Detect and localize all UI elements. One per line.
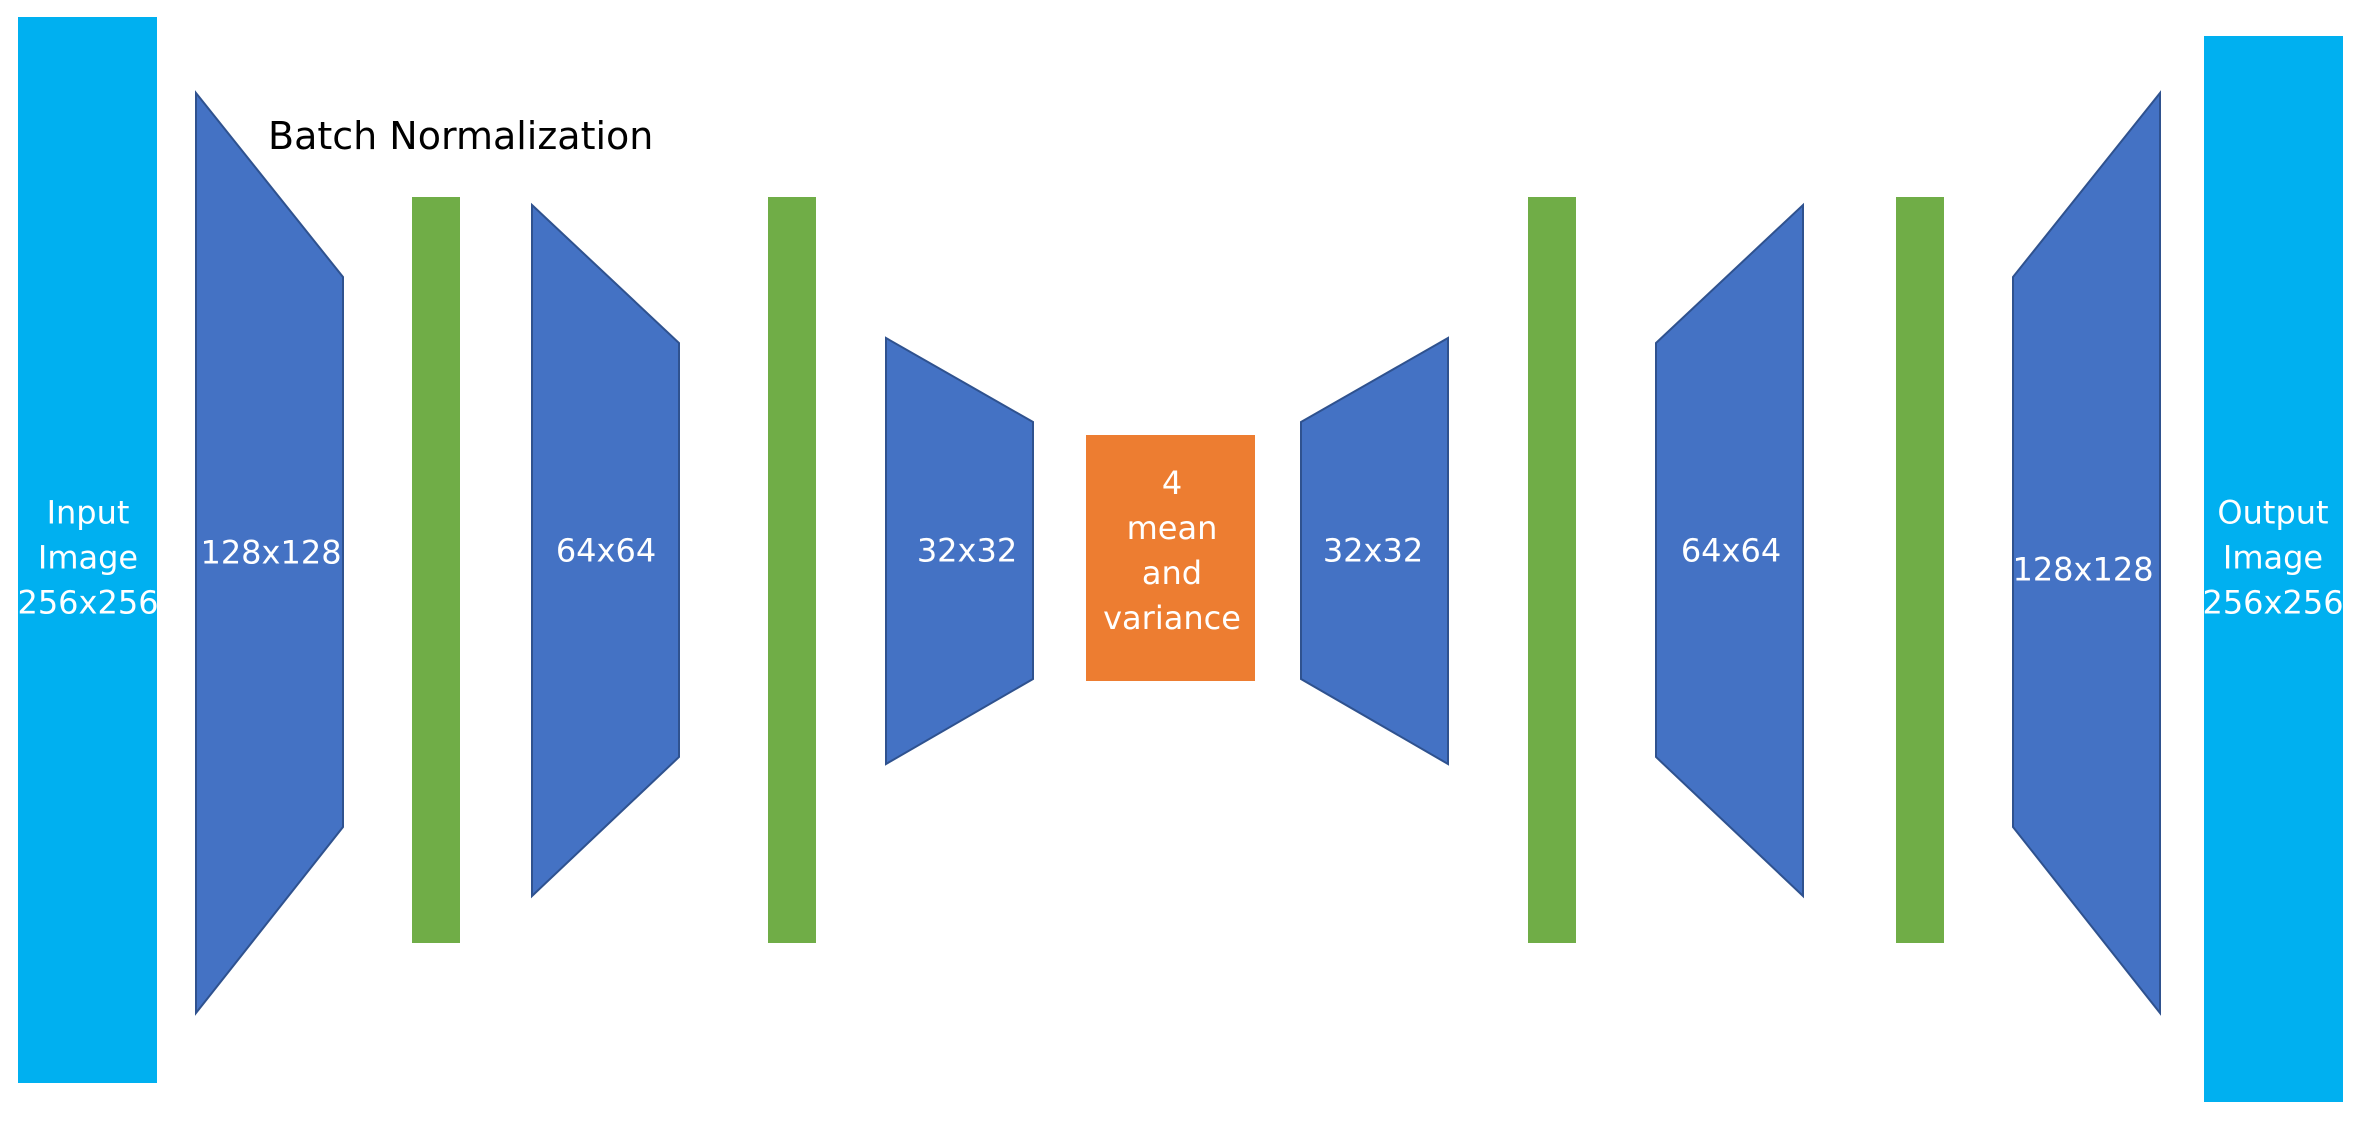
output-label-line: Image <box>2222 538 2324 577</box>
batch-norm-bar-3 <box>1528 197 1576 943</box>
decoder-block-64 <box>1655 202 1804 899</box>
output-label-line: 256x256 <box>2202 583 2344 622</box>
latent-label-line: and <box>1141 554 1203 592</box>
output-image-label: Output Image 256x256 <box>2202 491 2343 626</box>
input-label-line: Input <box>46 493 130 532</box>
latent-block <box>1086 435 1255 681</box>
encoder-block-32 <box>885 336 1034 766</box>
decoder-block-32 <box>1300 336 1449 766</box>
encoder-label-64: 64x64 <box>555 531 657 570</box>
decoder-label-128: 128x128 <box>2012 550 2154 589</box>
latent-label-line: mean <box>1126 509 1218 547</box>
latent-label: 4 mean and variance <box>1103 461 1241 641</box>
decoder-label-64: 64x64 <box>1680 531 1782 570</box>
input-image-block <box>18 17 157 1083</box>
batch-norm-bar-1 <box>412 197 460 943</box>
batch-norm-bar-2 <box>768 197 816 943</box>
latent-label-line: 4 <box>1161 464 1183 502</box>
latent-label-line: variance <box>1103 599 1241 637</box>
encoder-label-128: 128x128 <box>200 533 342 572</box>
encoder-block-64 <box>531 202 680 899</box>
input-label-line: 256x256 <box>17 583 159 622</box>
decoder-label-32: 32x32 <box>1322 531 1424 570</box>
encoder-label-32: 32x32 <box>916 531 1018 570</box>
output-image-block <box>2204 36 2343 1102</box>
input-label-line: Image <box>37 538 139 577</box>
encoder-block-128 <box>195 90 344 1016</box>
decoder-block-128 <box>2012 90 2161 1016</box>
output-label-line: Output <box>2217 493 2329 532</box>
input-image-label: Input Image 256x256 <box>17 491 158 626</box>
batch-normalization-label: Batch Normalization <box>268 114 654 158</box>
batch-norm-bar-4 <box>1896 197 1944 943</box>
